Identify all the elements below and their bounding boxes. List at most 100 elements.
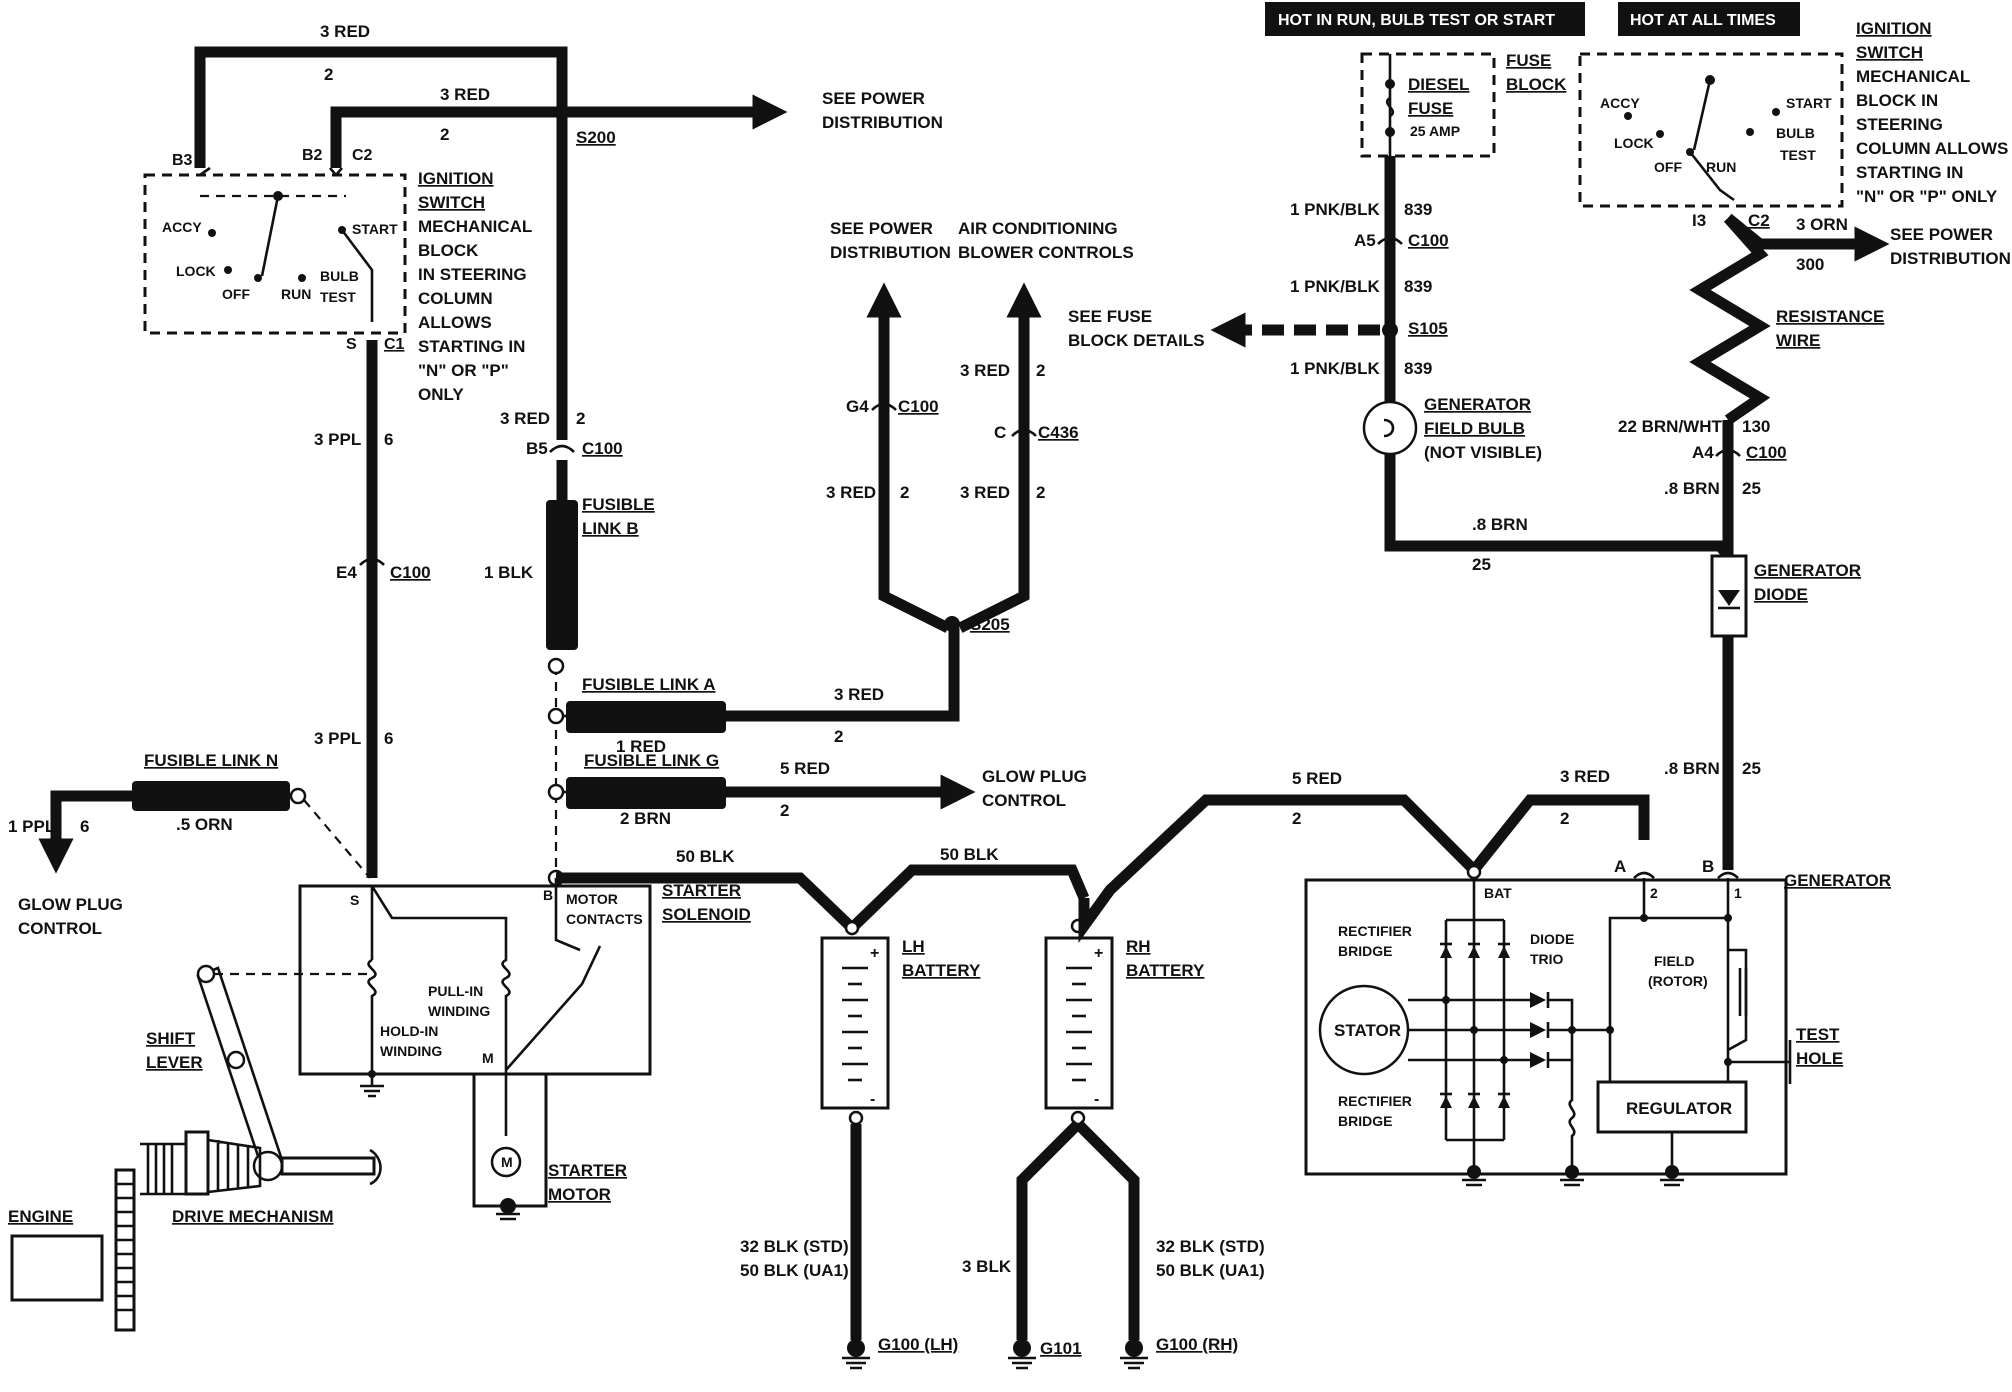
svg-text:C100: C100 [1408, 231, 1449, 250]
svg-text:300: 300 [1796, 255, 1824, 274]
svg-text:.5 ORN: .5 ORN [176, 815, 233, 834]
splice-s200 [554, 104, 570, 120]
svg-text:BATTERY: BATTERY [902, 961, 981, 980]
svg-text:S: S [350, 892, 359, 908]
svg-text:6: 6 [384, 430, 393, 449]
svg-text:50 BLK (UA1): 50 BLK (UA1) [740, 1261, 849, 1280]
flywheel [114, 1168, 136, 1332]
svg-text:CONTACTS: CONTACTS [566, 911, 643, 927]
hot-in-run-label: HOT IN RUN, BULB TEST OR START [1278, 12, 1555, 29]
svg-text:I3: I3 [1692, 211, 1706, 230]
ground-g100-rh [1120, 1339, 1148, 1370]
svg-text:TEST: TEST [320, 289, 356, 305]
svg-text:3 RED: 3 RED [1560, 767, 1610, 786]
ground-g100-lh [842, 1339, 870, 1370]
label-3red-b2: 3 RED [440, 85, 490, 104]
svg-text:MECHANICAL: MECHANICAL [418, 217, 532, 236]
svg-text:WINDING: WINDING [428, 1003, 490, 1019]
ignition-switch-right [1578, 52, 1844, 208]
svg-text:MECHANICAL: MECHANICAL [1856, 67, 1970, 86]
svg-text:RH: RH [1126, 937, 1151, 956]
svg-text:SOLENOID: SOLENOID [662, 905, 751, 924]
svg-text:B: B [1702, 857, 1714, 876]
svg-text:SWITCH: SWITCH [1856, 43, 1923, 62]
solenoid-ground [360, 1074, 384, 1098]
svg-text:2: 2 [834, 727, 843, 746]
svg-text:6: 6 [384, 729, 393, 748]
wire-3red-fla [726, 628, 960, 722]
svg-text:TEST: TEST [1780, 147, 1816, 163]
svg-text:C100: C100 [390, 563, 431, 582]
svg-text:STARTER: STARTER [548, 1161, 627, 1180]
svg-text:FIELD: FIELD [1654, 953, 1694, 969]
svg-text:AIR CONDITIONING: AIR CONDITIONING [958, 219, 1118, 238]
label-see-power-1a: SEE POWER [822, 89, 925, 108]
wire-50blk-b [556, 864, 1090, 936]
svg-text:130: 130 [1742, 417, 1770, 436]
svg-text:COLUMN: COLUMN [418, 289, 493, 308]
svg-text:2: 2 [900, 483, 909, 502]
svg-text:DIODE: DIODE [1530, 931, 1574, 947]
svg-text:OFF: OFF [222, 286, 250, 302]
svg-text:LEVER: LEVER [146, 1053, 203, 1072]
svg-text:839: 839 [1404, 359, 1432, 378]
connector-b3-b2 [199, 166, 343, 177]
svg-text:M: M [482, 1050, 494, 1066]
svg-text:839: 839 [1404, 277, 1432, 296]
svg-text:MOTOR: MOTOR [566, 891, 618, 907]
lh-battery [820, 936, 890, 1110]
svg-text:50 BLK: 50 BLK [940, 845, 999, 864]
regulator [1596, 1080, 1748, 1134]
ignition-switch-left [143, 173, 407, 335]
svg-text:GLOW PLUG: GLOW PLUG [982, 767, 1087, 786]
svg-text:LOCK: LOCK [176, 263, 216, 279]
svg-text:STARTING IN: STARTING IN [1856, 163, 1963, 182]
svg-text:G100 (RH): G100 (RH) [1156, 1335, 1238, 1354]
drive-pivot [252, 1150, 284, 1182]
svg-text:HOLD-IN: HOLD-IN [380, 1023, 438, 1039]
label-b2: B2 [302, 147, 323, 164]
svg-text:+: + [870, 945, 879, 962]
svg-text:3 PPL: 3 PPL [314, 729, 361, 748]
fuse-block [1360, 52, 1496, 158]
svg-text:TEST: TEST [1796, 1025, 1840, 1044]
svg-text:5 RED: 5 RED [1292, 769, 1342, 788]
svg-text:BULB: BULB [320, 268, 359, 284]
svg-text:BRIDGE: BRIDGE [1338, 1113, 1392, 1129]
splice-s105 [1382, 322, 1398, 338]
svg-text:RECTIFIER: RECTIFIER [1338, 923, 1412, 939]
svg-text:ONLY: ONLY [418, 385, 464, 404]
svg-text:3 PPL: 3 PPL [314, 430, 361, 449]
svg-text:2 BRN: 2 BRN [620, 809, 671, 828]
svg-text:BULB: BULB [1776, 125, 1815, 141]
svg-text:FUSE: FUSE [1506, 51, 1551, 70]
field-rotor-coil [1738, 968, 1748, 1016]
svg-text:LH: LH [902, 937, 925, 956]
svg-text:25: 25 [1742, 479, 1761, 498]
svg-text:STEERING: STEERING [1856, 115, 1943, 134]
label-c2: C2 [352, 147, 373, 164]
rh-battery-cells [1066, 966, 1092, 1082]
svg-text:LINK B: LINK B [582, 519, 639, 538]
lh-battery-cells [842, 966, 868, 1082]
svg-text:BLOCK: BLOCK [1506, 75, 1567, 94]
svg-text:G4: G4 [846, 397, 869, 416]
svg-text:REGULATOR: REGULATOR [1626, 1099, 1732, 1118]
drive-shaft [280, 1156, 376, 1176]
solenoid-internal-wiring [367, 878, 602, 1074]
svg-text:2: 2 [576, 409, 585, 428]
svg-text:ENGINE: ENGINE [8, 1207, 73, 1226]
label-see-power-1b: DISTRIBUTION [822, 113, 943, 132]
wire-1ppl [50, 790, 132, 846]
svg-text:START: START [1786, 95, 1832, 111]
svg-text:LOCK: LOCK [1614, 135, 1654, 151]
svg-text:SWITCH: SWITCH [418, 193, 485, 212]
label-3red-top: 3 RED [320, 22, 370, 41]
svg-text:C436: C436 [1038, 423, 1079, 442]
ground-g101 [1008, 1339, 1036, 1370]
generator-field-bulb [1362, 400, 1418, 456]
svg-text:1 PNK/BLK: 1 PNK/BLK [1290, 200, 1380, 219]
wire-8brn-bulb [1384, 454, 1733, 560]
svg-text:ACCY: ACCY [162, 219, 202, 235]
svg-text:"N" OR "P": "N" OR "P" [418, 361, 509, 380]
